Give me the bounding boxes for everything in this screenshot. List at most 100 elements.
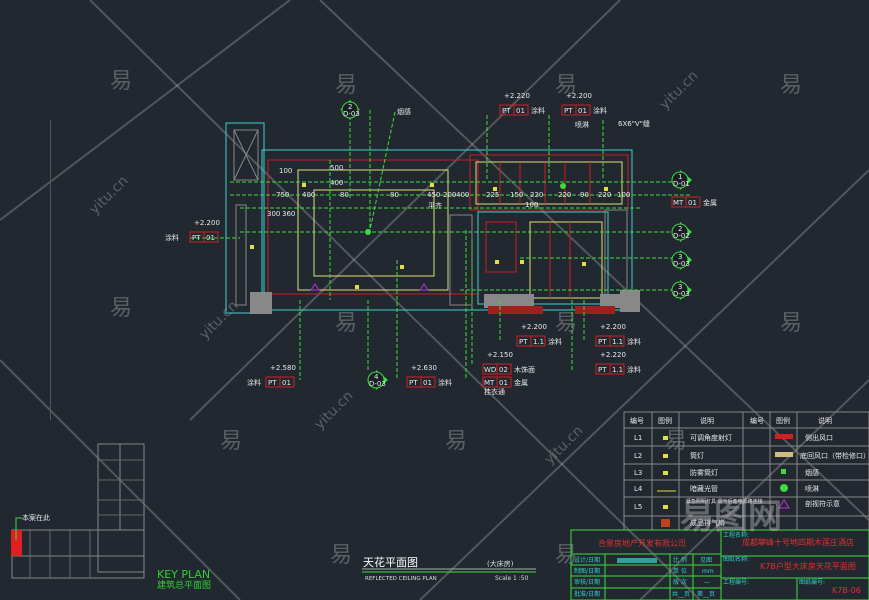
svg-text:说明: 说明 bbox=[700, 416, 714, 425]
svg-text:D-03: D-03 bbox=[369, 380, 386, 388]
svg-text:+2.580: +2.580 bbox=[270, 364, 296, 372]
svg-text:易: 易 bbox=[335, 73, 357, 98]
svg-text:—: — bbox=[704, 579, 710, 586]
svg-text:烟感: 烟感 bbox=[397, 107, 411, 116]
svg-text:PT: PT bbox=[519, 338, 528, 346]
svg-text:PT: PT bbox=[598, 366, 607, 374]
svg-text:共__页: 共__页 bbox=[672, 590, 690, 598]
svg-text:90: 90 bbox=[580, 191, 589, 199]
svg-text:D-02: D-02 bbox=[673, 232, 690, 240]
svg-text:建筑总平面图: 建筑总平面图 bbox=[157, 579, 211, 591]
svg-text:金属: 金属 bbox=[703, 198, 717, 207]
section-marks: 2D-03 1D-01 2D-02 3D-03 3D-03 4D-03 bbox=[340, 100, 692, 390]
svg-text:成品排气扇: 成品排气扇 bbox=[690, 518, 725, 527]
svg-text:侧出风口: 侧出风口 bbox=[805, 433, 833, 442]
svg-text:100: 100 bbox=[617, 191, 630, 199]
drawing-title: 天花平面图 (大床房) REFLECTED CEILING PLAN Scale… bbox=[362, 556, 536, 582]
svg-text:PT: PT bbox=[268, 379, 277, 387]
svg-text:金属: 金属 bbox=[514, 378, 528, 387]
svg-text:80: 80 bbox=[340, 191, 349, 199]
svg-text:80: 80 bbox=[390, 191, 399, 199]
svg-text:制图/日期: 制图/日期 bbox=[574, 567, 600, 575]
svg-text:1.1: 1.1 bbox=[533, 338, 544, 346]
svg-text:见图: 见图 bbox=[700, 557, 712, 564]
svg-text:yitu.cn: yitu.cn bbox=[87, 173, 132, 218]
svg-text:220: 220 bbox=[530, 191, 543, 199]
svg-text:易: 易 bbox=[335, 311, 357, 336]
svg-text:挂衣通: 挂衣通 bbox=[484, 387, 505, 396]
floor-plan: 平齐 bbox=[190, 110, 690, 380]
svg-text:(大床房): (大床房) bbox=[487, 559, 514, 568]
svg-text:涂料: 涂料 bbox=[627, 365, 641, 374]
svg-text:工程名称:: 工程名称: bbox=[723, 531, 749, 539]
svg-text:易: 易 bbox=[110, 296, 132, 321]
svg-text:MT: MT bbox=[484, 379, 495, 387]
svg-text:可调角度射灯: 可调角度射灯 bbox=[690, 433, 732, 442]
svg-text:360: 360 bbox=[282, 210, 295, 218]
svg-text:750: 750 bbox=[276, 191, 289, 199]
svg-text:L3: L3 bbox=[634, 469, 642, 477]
svg-text:01: 01 bbox=[423, 379, 432, 387]
svg-text:500: 500 bbox=[330, 164, 343, 172]
svg-text:工程编号:: 工程编号: bbox=[723, 578, 749, 586]
svg-text:L2: L2 bbox=[634, 452, 642, 460]
svg-text:易: 易 bbox=[110, 69, 132, 94]
svg-text:225: 225 bbox=[486, 191, 499, 199]
title-block: 合景房地产开发有限公司 工程名称:成都攀峰十号地四期木莲庄酒店 图纸名称:K7B… bbox=[570, 529, 869, 600]
svg-text:涂料: 涂料 bbox=[627, 337, 641, 346]
svg-text:1.1: 1.1 bbox=[612, 366, 623, 374]
svg-text:Scale 1 :50: Scale 1 :50 bbox=[495, 575, 529, 582]
svg-text:涂料: 涂料 bbox=[593, 106, 607, 115]
svg-text:REFLECTED CEILING PLAN: REFLECTED CEILING PLAN bbox=[365, 576, 437, 582]
svg-text:防雾筒灯: 防雾筒灯 bbox=[690, 468, 718, 477]
svg-text:易: 易 bbox=[555, 311, 577, 336]
svg-text:D-03: D-03 bbox=[343, 110, 360, 118]
svg-text:01: 01 bbox=[578, 107, 587, 115]
svg-text:易: 易 bbox=[220, 429, 242, 454]
svg-text:成都攀峰十号地四期木莲庄酒店: 成都攀峰十号地四期木莲庄酒店 bbox=[742, 537, 854, 547]
svg-text:单 位: 单 位 bbox=[673, 567, 687, 575]
svg-text:易: 易 bbox=[555, 543, 577, 568]
svg-text:合景房地产开发有限公司: 合景房地产开发有限公司 bbox=[598, 538, 686, 548]
svg-text:220: 220 bbox=[598, 191, 611, 199]
svg-text:D-01: D-01 bbox=[673, 180, 690, 188]
svg-text:图例: 图例 bbox=[658, 416, 672, 425]
svg-text:PT: PT bbox=[598, 338, 607, 346]
svg-text:mm: mm bbox=[702, 568, 714, 575]
svg-text:1.1: 1.1 bbox=[612, 338, 623, 346]
svg-text:易: 易 bbox=[330, 543, 352, 568]
svg-text:300: 300 bbox=[267, 210, 280, 218]
svg-text:涂料: 涂料 bbox=[531, 106, 545, 115]
svg-text:易: 易 bbox=[665, 429, 687, 454]
svg-text:02: 02 bbox=[499, 366, 508, 374]
svg-text:易: 易 bbox=[780, 73, 802, 98]
svg-text:01: 01 bbox=[282, 379, 291, 387]
svg-text:3: 3 bbox=[678, 283, 682, 291]
svg-text:+2.630: +2.630 bbox=[411, 364, 437, 372]
svg-text:易: 易 bbox=[780, 311, 802, 336]
svg-text:剖视符示意: 剖视符示意 bbox=[805, 499, 840, 508]
svg-text:yitu.cn: yitu.cn bbox=[312, 388, 357, 433]
svg-text:200: 200 bbox=[443, 191, 456, 199]
svg-text:本案在此: 本案在此 bbox=[22, 513, 50, 522]
svg-text:01: 01 bbox=[499, 379, 508, 387]
svg-text:400: 400 bbox=[330, 179, 343, 187]
svg-text:版 次: 版 次 bbox=[673, 578, 687, 586]
svg-text:涂料: 涂料 bbox=[165, 233, 179, 242]
svg-text:图例: 图例 bbox=[776, 416, 790, 425]
svg-text:01: 01 bbox=[206, 234, 215, 242]
watermark-logo: 易图网 bbox=[680, 497, 782, 537]
svg-text:1: 1 bbox=[678, 173, 682, 181]
svg-text:yitu.cn: yitu.cn bbox=[657, 68, 702, 113]
svg-text:第__页: 第__页 bbox=[697, 590, 715, 598]
svg-text:6X6"V"缝: 6X6"V"缝 bbox=[618, 119, 650, 128]
svg-text:喷淋: 喷淋 bbox=[805, 484, 819, 493]
svg-text:编号: 编号 bbox=[750, 416, 764, 425]
svg-text:450: 450 bbox=[427, 191, 440, 199]
svg-text:PT: PT bbox=[192, 234, 201, 242]
svg-text:+2.150: +2.150 bbox=[487, 351, 513, 359]
